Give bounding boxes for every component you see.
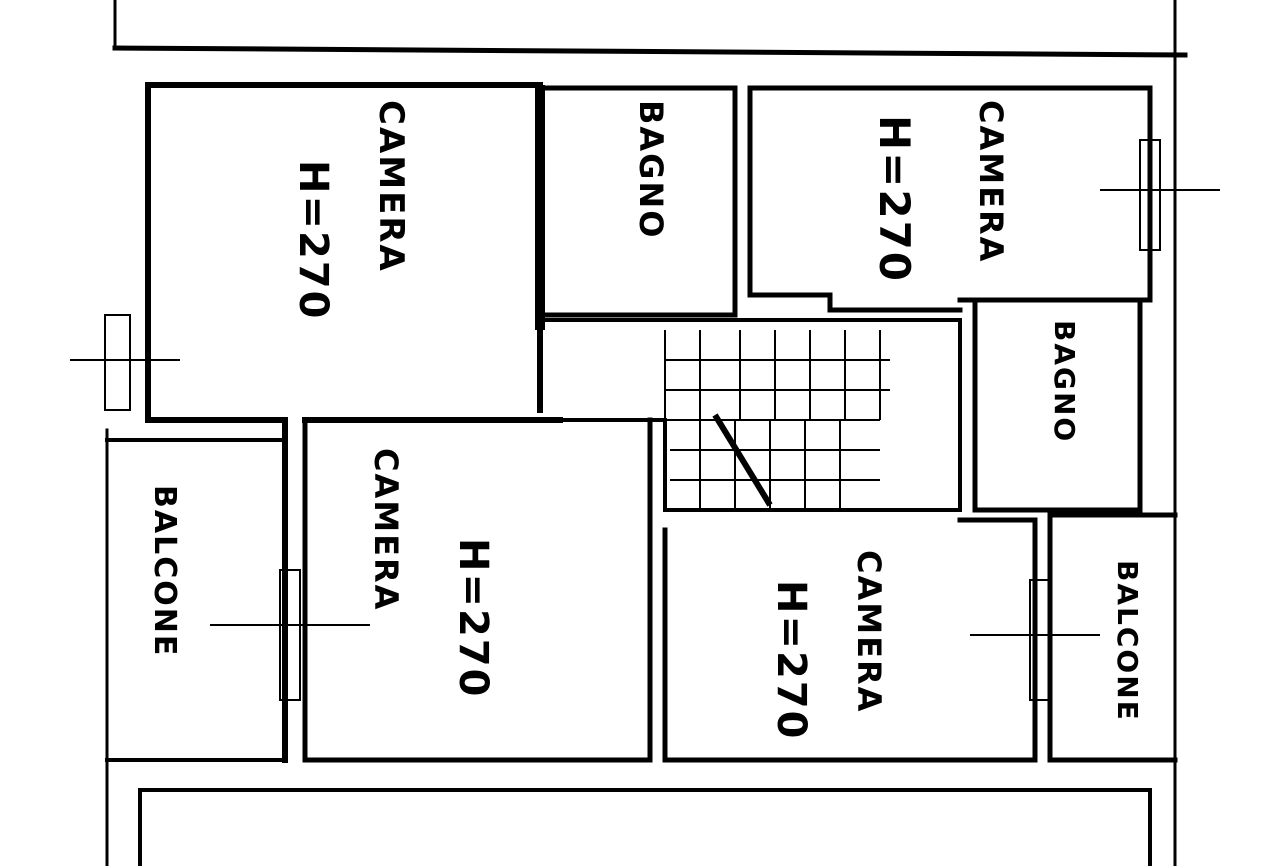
outer-frame [105, 0, 1188, 866]
windows [70, 139, 1220, 701]
room-camera-bottom-left: CAMERA H=270 [367, 448, 496, 699]
room-name: BALCONE [1111, 560, 1144, 722]
room-height: H=270 [870, 115, 919, 283]
room-labels: CAMERA H=270 BAGNO CAMERA H=270 BAGNO BA… [147, 100, 1144, 741]
room-name: CAMERA [850, 550, 888, 713]
room-height: H=270 [768, 580, 814, 741]
room-name: BALCONE [147, 485, 182, 657]
room-balcone-left: BALCONE [147, 485, 182, 657]
walls [105, 82, 1178, 763]
room-name: BAGNO [1048, 320, 1081, 443]
room-camera-top-right: CAMERA H=270 [870, 100, 1010, 283]
room-bagno-right: BAGNO [1048, 320, 1081, 443]
room-name: BAGNO [632, 100, 670, 239]
room-balcone-right: BALCONE [1111, 560, 1144, 722]
stair-treads [664, 330, 890, 510]
room-camera-top-left: CAMERA H=270 [290, 100, 411, 321]
room-height: H=270 [450, 538, 496, 699]
room-bagno-top: BAGNO [632, 100, 670, 239]
room-camera-bottom-right: CAMERA H=270 [768, 550, 888, 741]
room-name: CAMERA [972, 100, 1010, 263]
room-name: CAMERA [371, 100, 411, 273]
room-name: CAMERA [367, 448, 405, 611]
room-height: H=270 [290, 160, 336, 321]
